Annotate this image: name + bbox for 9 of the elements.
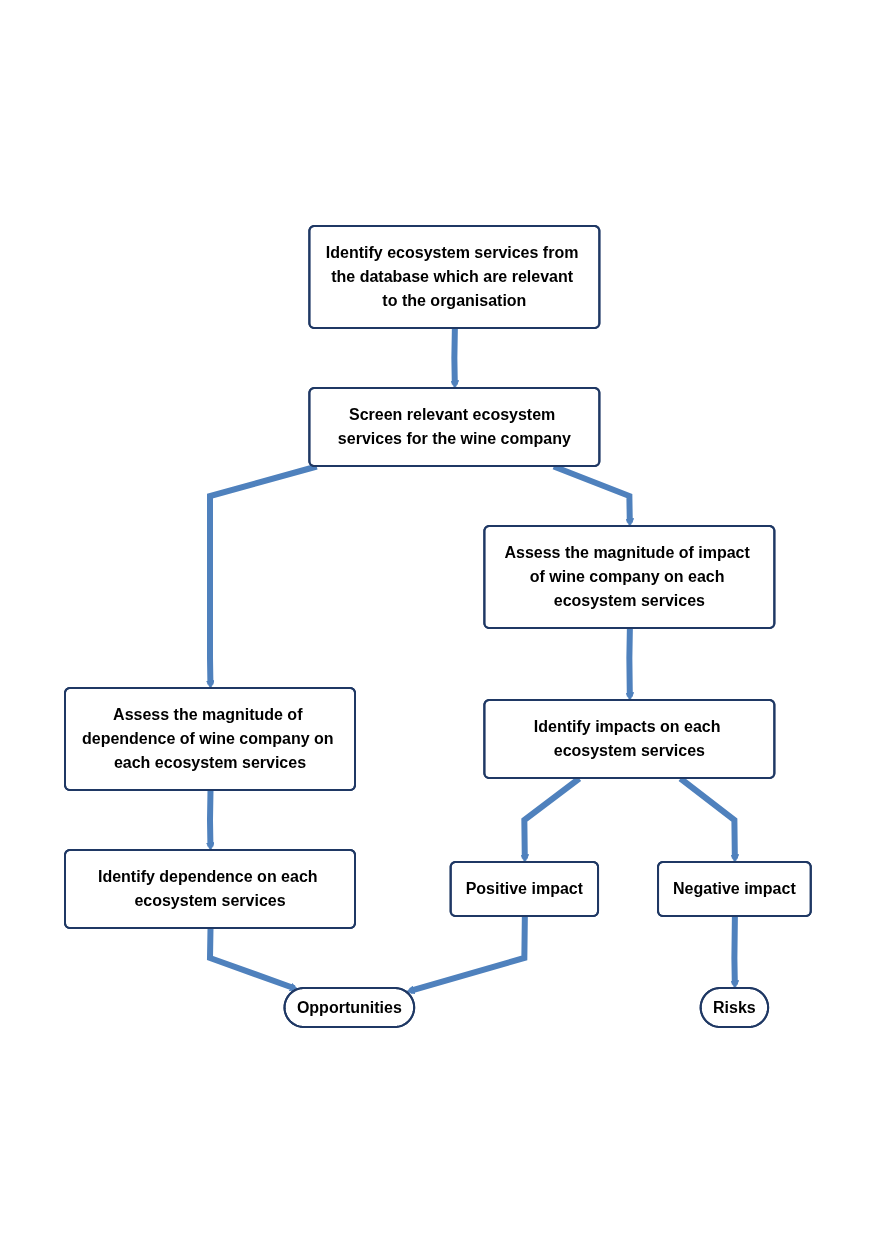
arrow [625, 627, 634, 701]
arrow [205, 789, 215, 851]
arrow [449, 327, 459, 389]
node-text: Identify dependence on each ecosystem services [97, 867, 318, 909]
arrow [206, 927, 299, 991]
arrow [730, 915, 739, 989]
arrow [205, 463, 318, 689]
arrow [405, 915, 528, 994]
node-text: Assess the magnitude of dependence of wine company on each ecosystem services [81, 705, 334, 771]
